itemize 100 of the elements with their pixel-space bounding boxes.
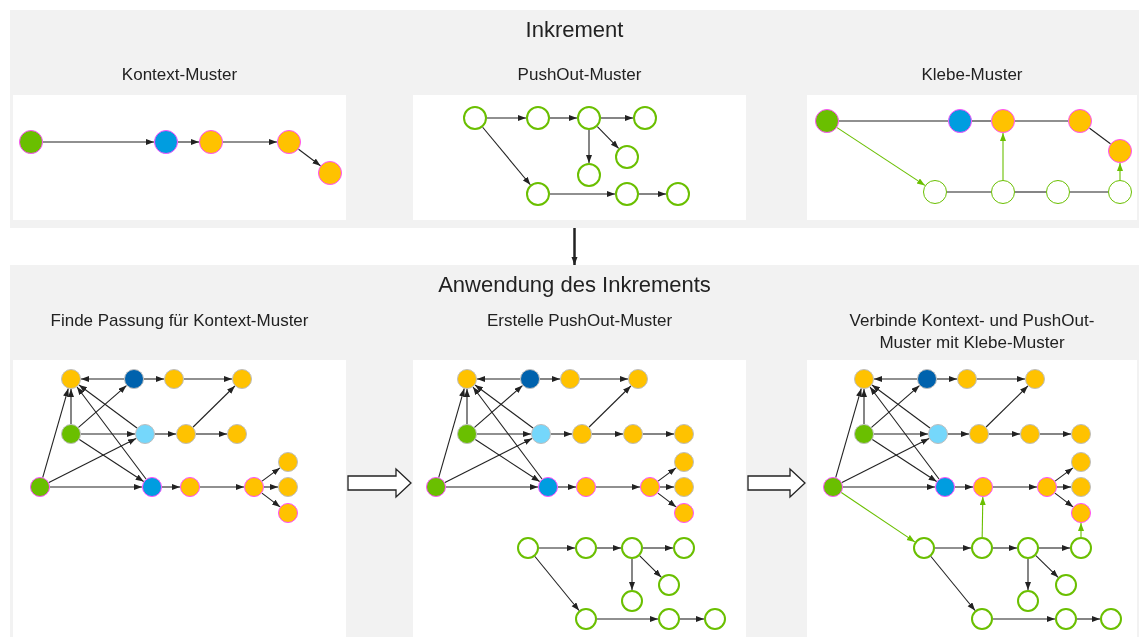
arrow (840, 492, 916, 543)
graph-node (991, 109, 1015, 133)
arrow (954, 484, 974, 490)
connector-line (971, 120, 992, 122)
arrow (154, 431, 177, 437)
arrow (992, 484, 1038, 490)
arrow (549, 191, 616, 197)
section-title: Anwendung des Inkrements (438, 272, 711, 298)
arrow (588, 385, 632, 428)
graph-node (917, 369, 937, 389)
connector-line (1069, 191, 1109, 193)
arrow (861, 388, 867, 425)
arrow (1078, 522, 1084, 538)
arrow (534, 555, 580, 612)
graph-node (1025, 369, 1045, 389)
connector-line (838, 120, 949, 122)
arrow (596, 126, 620, 149)
arrow (80, 376, 125, 382)
graph-node (531, 424, 551, 444)
arrow (591, 431, 624, 437)
graph-node (576, 477, 596, 497)
arrow (947, 431, 970, 437)
arrow (1076, 616, 1101, 622)
graph-node (517, 537, 539, 559)
arrow (657, 467, 677, 482)
connector-line (946, 191, 992, 193)
graph-node (560, 369, 580, 389)
graph-node (463, 106, 487, 130)
graph-node (572, 424, 592, 444)
graph-node (575, 537, 597, 559)
arrow (550, 431, 573, 437)
graph-node (913, 537, 935, 559)
arrow (638, 191, 667, 197)
graph-node (973, 477, 993, 497)
arrow (1039, 431, 1072, 437)
graph-node (854, 424, 874, 444)
graph-node (1070, 537, 1092, 559)
graph-node (674, 452, 694, 472)
graph-node (935, 477, 955, 497)
graph-node (142, 477, 162, 497)
graph-node (666, 182, 690, 206)
panel-title: Finde Passung für Kontext-Muster (50, 310, 309, 332)
graph-node (971, 608, 993, 630)
graph-node (615, 145, 639, 169)
arrow (438, 388, 465, 478)
arrow (992, 616, 1056, 622)
graph-node (969, 424, 989, 444)
graph-node (577, 163, 601, 187)
arrow (871, 385, 920, 428)
arrow (596, 616, 659, 622)
graph-node (1046, 180, 1070, 204)
arrow (298, 148, 321, 167)
panel-title: PushOut-Muster (517, 64, 642, 86)
arrow (78, 438, 145, 483)
section-band (10, 265, 1139, 637)
arrow (595, 484, 641, 490)
graph-node (1071, 424, 1091, 444)
arrow (1054, 467, 1074, 482)
arrow (629, 558, 635, 591)
graph-node (135, 424, 155, 444)
graph-node (30, 477, 50, 497)
arrow (474, 384, 534, 429)
arrow (472, 386, 543, 480)
arrow (934, 545, 972, 551)
graph-node (948, 109, 972, 133)
arrow (871, 438, 938, 483)
connector-line (1014, 191, 1047, 193)
arrow (143, 376, 165, 382)
graph-node (615, 182, 639, 206)
arrow (482, 126, 531, 186)
graph-node (538, 477, 558, 497)
panel-title: Kontext-Muster (121, 64, 238, 86)
arrow (1038, 545, 1071, 551)
connector-line (1014, 120, 1069, 122)
arrow (1000, 132, 1006, 181)
graph-node (658, 608, 680, 630)
arrow (659, 484, 675, 490)
graph-node (19, 130, 43, 154)
arrow (473, 385, 523, 428)
graph-node (154, 130, 178, 154)
graph-node (704, 608, 726, 630)
arrow (42, 388, 69, 478)
arrow (192, 385, 236, 428)
arrow (261, 467, 281, 482)
graph-node (1108, 139, 1132, 163)
connector-line (1089, 127, 1111, 145)
arrow (195, 431, 228, 437)
arrow (1025, 558, 1031, 591)
arrow (642, 545, 674, 551)
graph-node (164, 369, 184, 389)
arrow (596, 545, 622, 551)
arrow (988, 431, 1021, 437)
graph-node (674, 477, 694, 497)
arrow (557, 484, 577, 490)
graph-node (426, 477, 446, 497)
arrow (1117, 162, 1123, 181)
graph-node (658, 574, 680, 596)
arrow (842, 484, 936, 490)
graph-node (674, 424, 694, 444)
graph-node (526, 106, 550, 130)
